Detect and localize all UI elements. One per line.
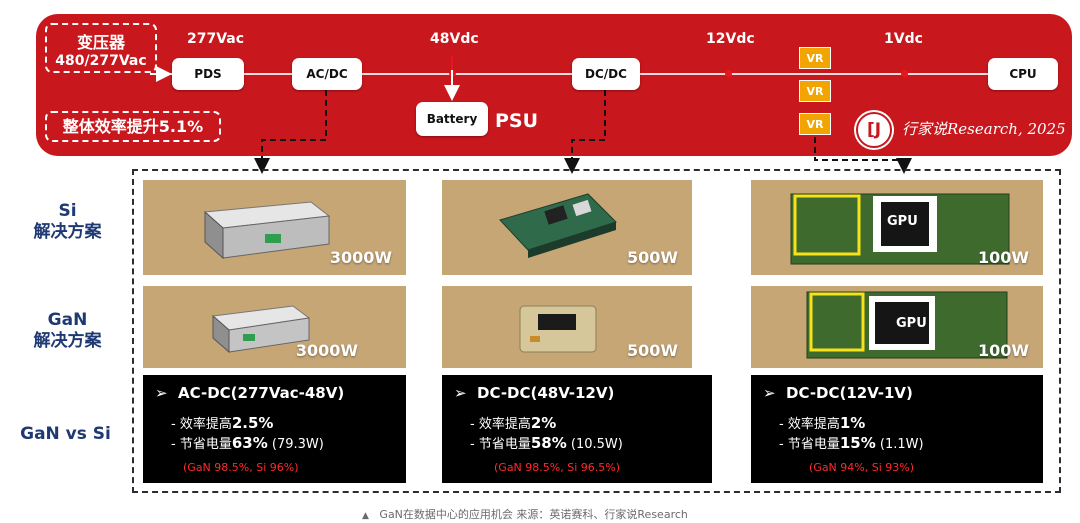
result-acdc-title: ➢ AC-DC(277Vac-48V) [155,384,345,402]
result-dcdc12-save-detail: (1.1W) [875,437,924,452]
row-label-gan: GaN 解决方案 [20,310,115,353]
efficiency-box: 整体效率提升5.1% [45,111,221,142]
result-dcdc12-title: ➢ DC-DC(12V-1V) [763,384,913,402]
transformer-box: 变压器 480/277Vac [45,23,157,73]
psu-label: PSU [495,110,539,132]
result-acdc-note: (GaN 98.5%, Si 96%) [183,461,299,474]
efficiency-text: 整体效率提升5.1% [62,117,204,136]
transformer-sub: 480/277Vac [55,53,147,69]
result-dcdc48-eff-label: - 效率提高 [470,417,531,432]
comparison-frame [132,169,1061,493]
result-dcdc12-save-value: 15% [839,434,876,452]
brand-text: 行家说Research, 2025 [902,120,1066,138]
si-vr-power: 100W [977,248,1029,267]
gan-vr-card: GPU 100W [751,286,1043,368]
si-acdc-card: 3000W [143,180,406,275]
result-dcdc48-save: - 节省电量58% (10.5W) [470,433,623,452]
power-bus-line [150,73,990,75]
row-label-gan-line2: 解决方案 [33,331,102,352]
cpu-node: CPU [988,58,1058,90]
si-gpu-label: GPU [887,214,918,229]
acdc-node: AC/DC [292,58,362,90]
row-label-si-line1: Si [58,201,77,221]
gan-acdc-card: 3000W [143,286,406,368]
result-acdc-save: - 节省电量63% (79.3W) [171,433,324,452]
triangle-icon: ▲ [362,511,369,521]
gan-dcdc-power: 500W [626,341,678,360]
psu-module-small-icon [211,305,311,354]
result-dcdc48-eff: - 效率提高2% [470,413,556,432]
dcdc-board-icon [499,193,617,258]
result-dcdc12-eff-value: 1% [839,414,866,432]
gan-dcdc-card: 500W [442,286,692,368]
result-acdc-eff-value: 2.5% [231,414,274,432]
result-dcdc48-title: ➢ DC-DC(48V-12V) [454,384,615,402]
vr-block-3: VR [799,113,831,135]
psu-module-icon [203,201,331,260]
label-48vdc: 48Vdc [430,31,479,47]
gan-vr-power: 100W [977,341,1029,360]
result-acdc-save-label: - 节省电量 [171,437,232,452]
result-acdc-eff-label: - 效率提高 [171,417,232,432]
row-label-si-line2: 解决方案 [33,222,102,243]
result-dcdc48-eff-value: 2% [530,414,557,432]
figure-caption-text: GaN在数据中心的应用机会 来源：英诺赛科、行家说Research [379,508,688,521]
si-vr-card: GPU 100W [751,180,1043,275]
result-dcdc12: ➢ DC-DC(12V-1V) - 效率提高1% - 节省电量15% (1.1W… [751,375,1043,483]
result-acdc-title-text: AC-DC(277Vac-48V) [178,384,345,402]
dot-12vdc [725,70,732,77]
result-dcdc12-save: - 节省电量15% (1.1W) [779,433,924,452]
result-dcdc12-note: (GaN 94%, Si 93%) [809,461,914,474]
result-dcdc48: ➢ DC-DC(48V-12V) - 效率提高2% - 节省电量58% (10.… [442,375,712,483]
label-12vdc: 12Vdc [706,31,755,47]
result-dcdc12-eff-label: - 效率提高 [779,417,840,432]
si-dcdc-card: 500W [442,180,692,275]
transformer-title: 变压器 [76,33,125,52]
result-dcdc48-save-value: 58% [530,434,567,452]
si-dcdc-power: 500W [626,248,678,267]
battery-node: Battery [416,102,488,136]
result-dcdc48-save-detail: (10.5W) [566,437,623,452]
dcdc-small-board-icon [519,305,597,353]
research-logo-icon: [J [856,112,892,148]
dcdc-node: DC/DC [572,58,640,90]
figure-caption: ▲ GaN在数据中心的应用机会 来源：英诺赛科、行家说Research [362,506,688,522]
result-dcdc12-save-label: - 节省电量 [779,437,840,452]
label-1vdc: 1Vdc [884,31,923,47]
result-acdc-save-detail: (79.3W) [267,437,324,452]
result-dcdc48-note: (GaN 98.5%, Si 96.5%) [494,461,620,474]
gpu-board-small-icon [806,291,1008,359]
result-acdc-eff: - 效率提高2.5% [171,413,273,432]
result-acdc: ➢ AC-DC(277Vac-48V) - 效率提高2.5% - 节省电量63%… [143,375,406,483]
gan-gpu-label: GPU [896,316,927,331]
label-277vac: 277Vac [187,31,245,47]
gan-acdc-power: 3000W [295,341,358,360]
pds-node: PDS [172,58,244,90]
result-dcdc48-title-text: DC-DC(48V-12V) [477,384,615,402]
result-dcdc48-save-label: - 节省电量 [470,437,531,452]
dot-1vdc [901,70,908,77]
row-label-compare: GaN vs Si [20,424,111,444]
row-label-si: Si 解决方案 [20,201,115,244]
vr-block-1: VR [799,47,831,69]
si-acdc-power: 3000W [329,248,392,267]
result-dcdc12-title-text: DC-DC(12V-1V) [786,384,913,402]
result-acdc-save-value: 63% [231,434,268,452]
row-label-gan-line1: GaN [47,310,88,330]
gpu-board-icon [790,193,1010,265]
vr-block-2: VR [799,80,831,102]
result-dcdc12-eff: - 效率提高1% [779,413,865,432]
